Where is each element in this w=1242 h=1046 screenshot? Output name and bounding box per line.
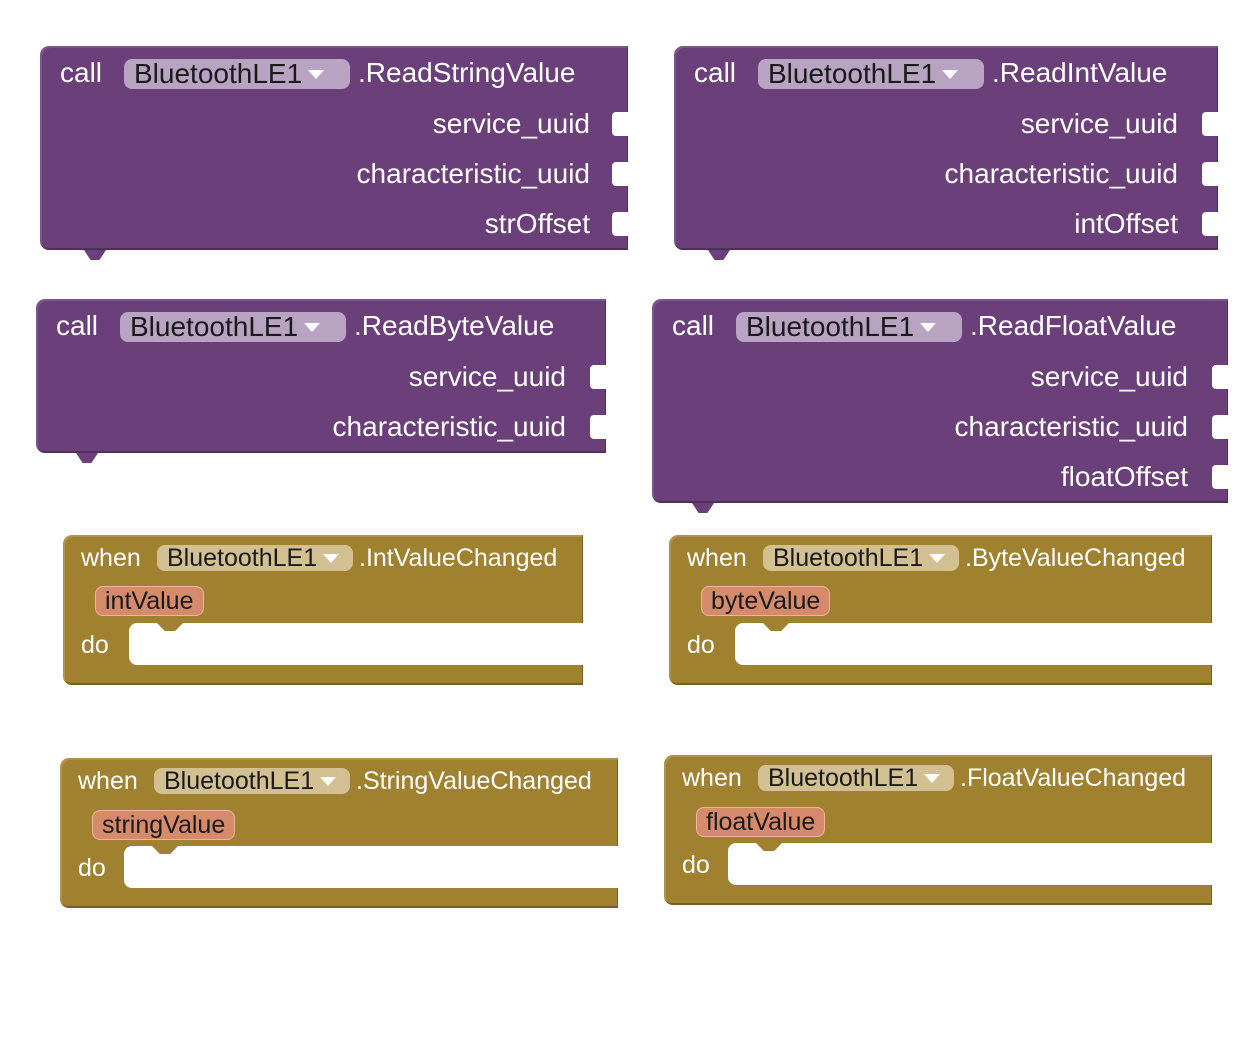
dropdown-arrow-icon: [323, 553, 340, 563]
method-label: .ReadStringValue: [358, 57, 576, 88]
component-dropdown[interactable]: BluetoothLE1: [758, 58, 984, 89]
param-socket[interactable]: [612, 162, 628, 186]
block-next-tab: [84, 250, 106, 260]
component-dropdown[interactable]: BluetoothLE1: [736, 311, 962, 342]
param-socket[interactable]: [1212, 365, 1228, 389]
slot-notch: [152, 846, 178, 854]
when-keyword: when: [81, 544, 141, 572]
component-label: BluetoothLE1: [768, 763, 919, 792]
param-socket[interactable]: [612, 112, 628, 136]
method-label: .ReadIntValue: [992, 57, 1168, 88]
call-read-string-value-block[interactable]: call BluetoothLE1 .ReadStringValue servi…: [40, 46, 628, 260]
block-next-tab: [708, 250, 730, 260]
slot-notch: [756, 843, 782, 851]
event-parameter-chip[interactable]: intValue: [95, 586, 204, 616]
block-next-tab: [692, 503, 714, 513]
do-keyword: do: [682, 851, 710, 879]
param-label: characteristic_uuid: [356, 158, 590, 189]
dropdown-arrow-icon: [920, 322, 937, 332]
call-read-int-value-block[interactable]: call BluetoothLE1 .ReadIntValue service_…: [674, 46, 1218, 260]
when-keyword: when: [682, 764, 742, 792]
param-label: characteristic_uuid: [332, 411, 566, 442]
param-socket[interactable]: [612, 212, 628, 236]
component-label: BluetoothLE1: [768, 58, 937, 89]
event-parameter-chip[interactable]: byteValue: [701, 586, 831, 616]
param-socket[interactable]: [1202, 112, 1218, 136]
event-name-label: .ByteValueChanged: [965, 544, 1186, 572]
component-label: BluetoothLE1: [167, 543, 318, 572]
call-keyword: call: [60, 57, 103, 88]
component-label: BluetoothLE1: [130, 311, 299, 342]
component-dropdown[interactable]: BluetoothLE1: [124, 58, 350, 89]
method-label: .ReadByteValue: [354, 310, 555, 341]
event-name-label: .FloatValueChanged: [960, 764, 1187, 792]
dropdown-arrow-icon: [308, 69, 325, 79]
param-socket[interactable]: [1212, 415, 1228, 439]
do-statement-slot[interactable]: [124, 846, 618, 888]
do-statement-slot[interactable]: [129, 623, 583, 665]
when-int-value-changed-block[interactable]: when BluetoothLE1 .IntValueChanged intVa…: [63, 535, 583, 685]
component-label: BluetoothLE1: [134, 58, 303, 89]
do-keyword: do: [81, 631, 109, 659]
component-label: BluetoothLE1: [773, 543, 924, 572]
when-keyword: when: [687, 544, 747, 572]
do-keyword: do: [687, 631, 715, 659]
when-string-value-changed-block[interactable]: when BluetoothLE1 .StringValueChanged st…: [60, 758, 618, 908]
method-label: .ReadFloatValue: [970, 310, 1177, 341]
param-label: service_uuid: [1020, 108, 1178, 139]
do-statement-slot[interactable]: [728, 843, 1212, 885]
do-statement-slot[interactable]: [735, 623, 1212, 665]
param-label: floatOffset: [1060, 461, 1188, 492]
dropdown-arrow-icon: [320, 776, 337, 786]
when-byte-value-changed-block[interactable]: when BluetoothLE1 .ByteValueChanged byte…: [669, 535, 1212, 685]
dropdown-arrow-icon: [924, 773, 941, 783]
block-next-tab: [76, 453, 98, 463]
event-parameter-chip[interactable]: floatValue: [696, 807, 826, 837]
param-socket[interactable]: [590, 415, 606, 439]
call-keyword: call: [694, 57, 737, 88]
param-socket[interactable]: [1212, 465, 1228, 489]
event-parameter-chip[interactable]: stringValue: [92, 810, 236, 840]
param-socket[interactable]: [590, 365, 606, 389]
call-read-byte-value-block[interactable]: call BluetoothLE1 .ReadByteValue service…: [36, 299, 606, 463]
call-keyword: call: [672, 310, 715, 341]
slot-notch: [157, 623, 183, 631]
slot-notch: [763, 623, 789, 631]
dropdown-arrow-icon: [929, 553, 946, 563]
call-read-float-value-block[interactable]: call BluetoothLE1 .ReadFloatValue servic…: [652, 299, 1228, 513]
event-name-label: .StringValueChanged: [356, 767, 592, 795]
param-label: service_uuid: [408, 361, 566, 392]
component-label: BluetoothLE1: [746, 311, 915, 342]
component-dropdown[interactable]: BluetoothLE1: [758, 763, 954, 792]
call-keyword: call: [56, 310, 99, 341]
param-label: service_uuid: [432, 108, 590, 139]
component-dropdown[interactable]: BluetoothLE1: [763, 543, 959, 572]
component-dropdown[interactable]: BluetoothLE1: [157, 543, 353, 572]
param-socket[interactable]: [1202, 212, 1218, 236]
param-socket[interactable]: [1202, 162, 1218, 186]
when-float-value-changed-block[interactable]: when BluetoothLE1 .FloatValueChanged flo…: [664, 755, 1212, 905]
dropdown-arrow-icon: [304, 322, 321, 332]
do-keyword: do: [78, 854, 106, 882]
when-keyword: when: [78, 767, 138, 795]
param-label: characteristic_uuid: [954, 411, 1188, 442]
param-label: characteristic_uuid: [944, 158, 1178, 189]
param-label: strOffset: [484, 208, 590, 239]
component-dropdown[interactable]: BluetoothLE1: [120, 311, 346, 342]
component-label: BluetoothLE1: [164, 766, 315, 795]
param-label: service_uuid: [1030, 361, 1188, 392]
event-name-label: .IntValueChanged: [359, 544, 558, 572]
component-dropdown[interactable]: BluetoothLE1: [154, 766, 350, 795]
param-label: intOffset: [1074, 208, 1178, 239]
dropdown-arrow-icon: [942, 69, 959, 79]
